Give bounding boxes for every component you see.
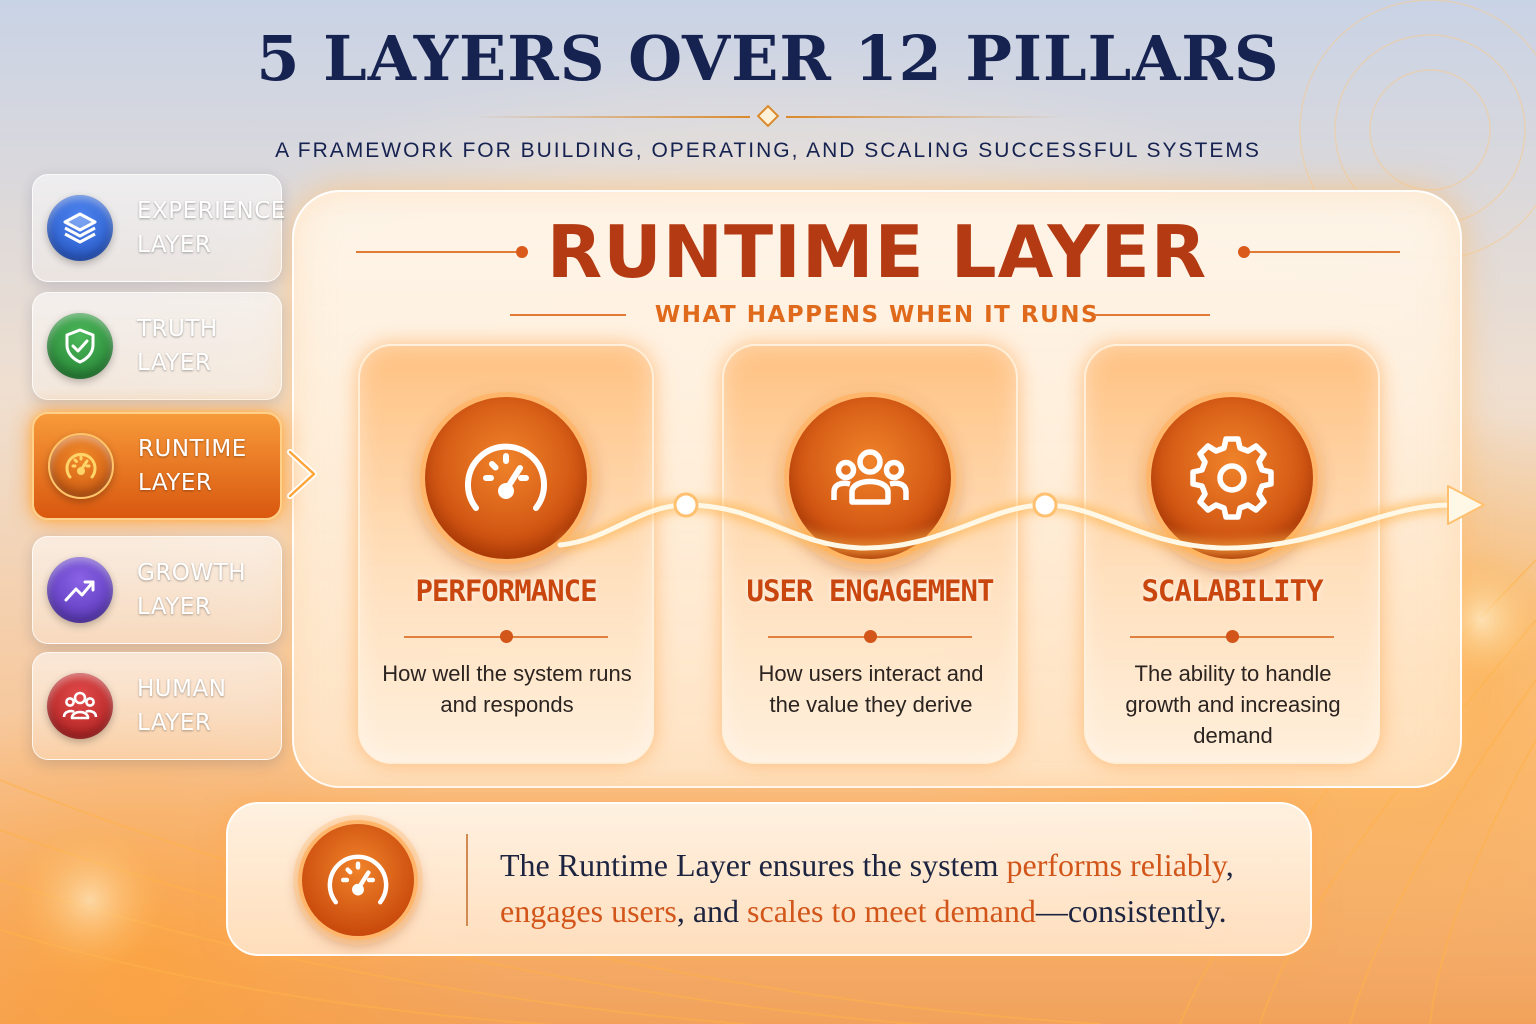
sidebar-item-label-line2: LAYER [138, 470, 213, 496]
summary-text-part: , and [676, 893, 748, 929]
pillar-description: How users interact and the value they de… [758, 661, 984, 717]
sidebar-item-experience-layer[interactable]: EXPERIENCE LAYER [32, 174, 285, 282]
users-icon [784, 392, 956, 564]
speedometer-icon [48, 433, 114, 499]
sidebar-item-label-line2: LAYER [137, 594, 212, 620]
gear-icon [1146, 392, 1318, 564]
pillar-title: USER ENGAGEMENT [746, 574, 995, 608]
pillar-divider-dot [864, 630, 877, 643]
pillar-title: SCALABILITY [1141, 574, 1323, 608]
title-divider-left [470, 116, 750, 118]
title-divider-right [1250, 251, 1400, 253]
sidebar-item-runtime-layer[interactable]: RUNTIME LAYER [32, 412, 282, 520]
pillar-divider-dot [1226, 630, 1239, 643]
summary-highlight: engages users [500, 893, 677, 929]
summary-highlight: scales to meet demand [747, 893, 1036, 929]
trend-up-icon [47, 557, 113, 623]
sidebar-item-label-line2: LAYER [137, 710, 212, 736]
title-divider-dot-right [1238, 246, 1250, 258]
layers-icon [47, 195, 113, 261]
speedometer-icon [298, 820, 418, 940]
people-icon [47, 673, 113, 739]
sidebar-item-truth-layer[interactable]: TRUTH LAYER [32, 292, 282, 400]
speedometer-icon [420, 392, 592, 564]
pillar-description: How well the system runs and responds [382, 661, 632, 717]
subtitle-divider-left [510, 314, 626, 316]
sidebar-item-human-layer[interactable]: HUMAN LAYER [32, 652, 282, 760]
pillar-card-scalability[interactable]: SCALABILITY The ability to handle growth… [1084, 344, 1380, 764]
shield-check-icon [47, 313, 113, 379]
sidebar-item-growth-layer[interactable]: GROWTH LAYER [32, 536, 282, 644]
summary-highlight: performs reliably [1006, 847, 1226, 883]
pillar-title: PERFORMANCE [415, 574, 597, 608]
pillar-description: The ability to handle growth and increas… [1125, 661, 1341, 748]
sidebar-item-label-line2: LAYER [137, 232, 212, 258]
title-divider-dot-left [516, 246, 528, 258]
pillar-card-performance[interactable]: PERFORMANCE How well the system runs and… [358, 344, 654, 764]
pillar-divider-dot [500, 630, 513, 643]
title-divider-left [356, 251, 516, 253]
summary-banner: The Runtime Layer ensures the system per… [226, 802, 1312, 956]
sidebar-item-label-line1: EXPERIENCE [137, 198, 286, 224]
page-subtitle: A FRAMEWORK FOR BUILDING, OPERATING, AND… [275, 139, 1261, 162]
summary-text-part: The Runtime Layer ensures the system [500, 847, 1007, 883]
summary-text-part: , [1225, 847, 1234, 883]
page-title: 5 LAYERS OVER 12 PILLARS [256, 22, 1280, 95]
sidebar-item-label-line2: LAYER [137, 350, 212, 376]
sidebar-item-label-line1: RUNTIME [138, 436, 247, 462]
sidebar-item-label-line1: HUMAN [137, 676, 227, 702]
sidebar-item-label-line1: TRUTH [137, 316, 218, 342]
sidebar-item-label-line1: GROWTH [137, 560, 246, 586]
title-divider-right [786, 116, 1066, 118]
subtitle-divider-right [1094, 314, 1210, 316]
layer-title: RUNTIME LAYER [546, 210, 1208, 294]
layer-subtitle: WHAT HAPPENS WHEN IT RUNS [654, 302, 1100, 328]
banner-divider [466, 834, 468, 926]
pillar-card-user-engagement[interactable]: USER ENGAGEMENT How users interact and t… [722, 344, 1018, 764]
summary-text-part: —consistently. [1035, 893, 1227, 929]
active-layer-arrow-icon [287, 449, 317, 499]
summary-text: The Runtime Layer ensures the system per… [500, 842, 1300, 934]
